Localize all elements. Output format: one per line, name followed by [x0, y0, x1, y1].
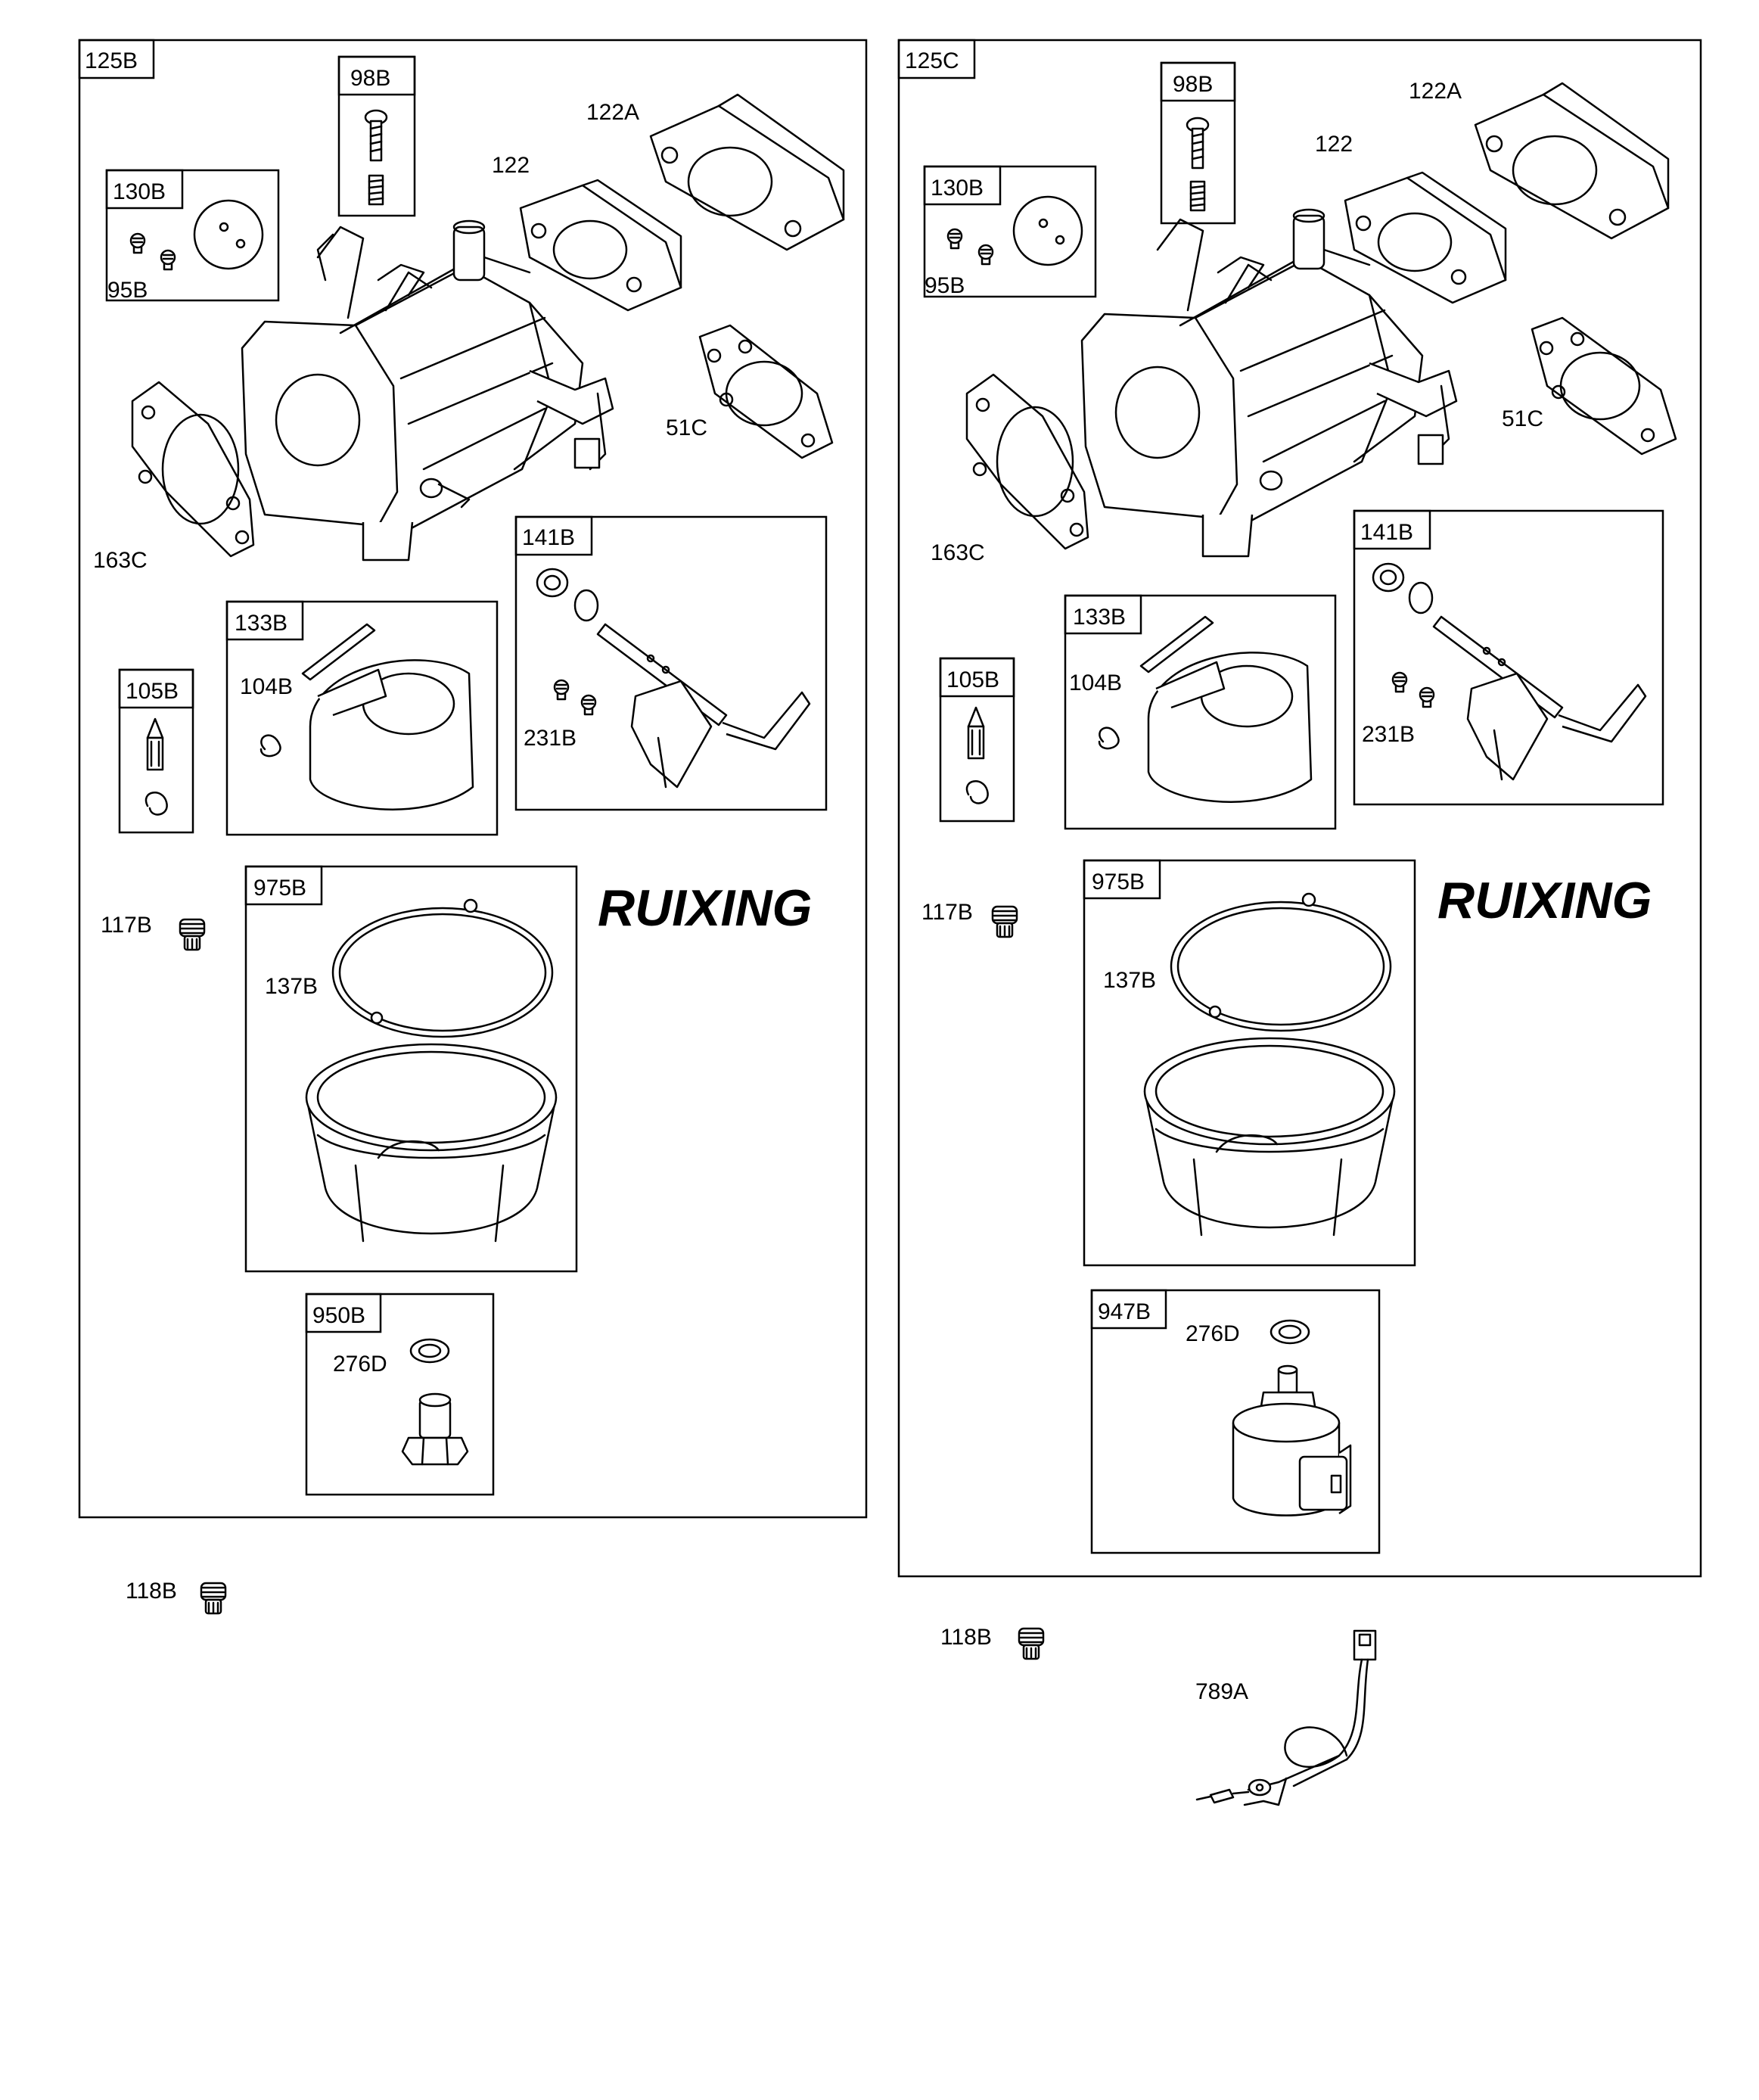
- side-gasket-icon: [131, 381, 255, 558]
- plate-screw-icon: [129, 232, 146, 254]
- gasket-icon: [1531, 316, 1677, 456]
- plate-kit-label: 130B: [113, 179, 166, 204]
- wire-harness-icon: [1195, 1629, 1377, 1806]
- shaft-icon: [536, 568, 811, 789]
- plate-screw-label: 95B: [925, 273, 965, 298]
- screw-icon: [364, 109, 388, 206]
- cover-plate-icon: [1012, 195, 1083, 266]
- brand-mark: RUIXING: [598, 879, 812, 937]
- needle-kit-label: 105B: [946, 667, 999, 692]
- shaft-screw-icon: [1391, 671, 1408, 693]
- bowl-kit-label: 975B: [1092, 870, 1145, 894]
- gasket-icon: [698, 324, 834, 459]
- washer-icon: [409, 1338, 450, 1364]
- gasket-top-label: 51C: [1502, 406, 1543, 431]
- shaft-screw-label: 231B: [524, 726, 576, 751]
- carburetor-body-icon: [1080, 208, 1458, 558]
- plate-screw-icon: [946, 228, 963, 250]
- main-jet-icon: [1018, 1627, 1045, 1660]
- kit-frame: [897, 39, 1702, 1578]
- float-kit-label: 133B: [1073, 605, 1126, 630]
- float-kit-label: 133B: [235, 611, 287, 636]
- bowl-gasket-icon: [1170, 892, 1392, 1032]
- spacer-label: 122: [1315, 132, 1353, 157]
- shaft-screw-icon: [1419, 686, 1435, 708]
- washer-icon: [1270, 1319, 1310, 1345]
- solenoid-kit-label: 947B: [1098, 1299, 1151, 1324]
- shaft-kit-label: 141B: [522, 525, 575, 550]
- carburetor-body-icon: [241, 219, 614, 562]
- main-jet-icon: [200, 1582, 227, 1615]
- shaft-screw-icon: [553, 679, 570, 701]
- side-gasket-icon: [965, 373, 1089, 550]
- spacer-a-label: 122A: [586, 100, 639, 125]
- bowl-kit-label: 975B: [253, 876, 306, 901]
- solenoid-icon: [1232, 1364, 1352, 1517]
- plate-screw-label: 95B: [107, 278, 148, 303]
- shaft-icon: [1372, 562, 1647, 781]
- spacer-label: 122: [492, 153, 530, 178]
- plate-screw-icon: [977, 244, 994, 266]
- kit-frame: [78, 39, 868, 1519]
- panel-125b: 125B 98B 130B 95B 122: [78, 39, 868, 1615]
- side-gasket-label: 163C: [931, 540, 985, 565]
- needle-valve-icon: [145, 717, 168, 816]
- float-pin-label: 104B: [240, 674, 293, 699]
- panel-125c: 125C 98B 130B 95B 122: [897, 39, 1702, 1806]
- spacer-a-label: 122A: [1409, 79, 1462, 104]
- screw-kit-label: 98B: [1173, 72, 1213, 97]
- shaft-screw-label: 231B: [1362, 722, 1415, 747]
- kit-label: 125B: [85, 48, 138, 73]
- bowl-gasket-label: 137B: [265, 974, 318, 999]
- bowl-gasket-icon: [331, 898, 554, 1038]
- needle-valve-icon: [965, 706, 989, 804]
- gasket-top-label: 51C: [666, 415, 707, 440]
- float-bowl-icon: [1143, 1037, 1396, 1237]
- main-jet-label: 118B: [126, 1579, 177, 1604]
- float-bowl-icon: [305, 1043, 558, 1243]
- plate-screw-icon: [160, 249, 176, 271]
- spacer-a-icon: [1474, 82, 1670, 240]
- shaft-screw-icon: [580, 694, 597, 716]
- screw-icon: [1186, 117, 1210, 212]
- washer-label: 276D: [333, 1352, 387, 1377]
- side-gasket-label: 163C: [93, 548, 148, 573]
- shaft-kit-label: 141B: [1360, 520, 1413, 545]
- harness-label: 789A: [1195, 1679, 1248, 1704]
- jet-icon: [179, 918, 206, 951]
- float-icon: [259, 623, 474, 810]
- kit-label: 125C: [905, 48, 959, 73]
- spacer-icon: [1344, 171, 1507, 304]
- washer-label: 276D: [1186, 1321, 1240, 1346]
- jet-icon: [991, 905, 1018, 938]
- spacer-a-icon: [649, 93, 845, 251]
- drain-kit-label: 950B: [312, 1303, 365, 1328]
- screw-kit-label: 98B: [350, 66, 390, 91]
- jet-label: 117B: [921, 900, 973, 925]
- spacer-icon: [519, 179, 682, 312]
- float-icon: [1098, 615, 1313, 803]
- jet-label: 117B: [101, 913, 152, 938]
- plate-kit-label: 130B: [931, 176, 984, 201]
- main-jet-label: 118B: [940, 1625, 992, 1650]
- bowl-gasket-label: 137B: [1103, 968, 1156, 993]
- float-pin-label: 104B: [1069, 670, 1122, 695]
- drain-plug-icon: [401, 1392, 469, 1466]
- needle-kit-label: 105B: [126, 679, 179, 704]
- brand-mark: RUIXING: [1437, 872, 1652, 929]
- cover-plate-icon: [193, 199, 264, 270]
